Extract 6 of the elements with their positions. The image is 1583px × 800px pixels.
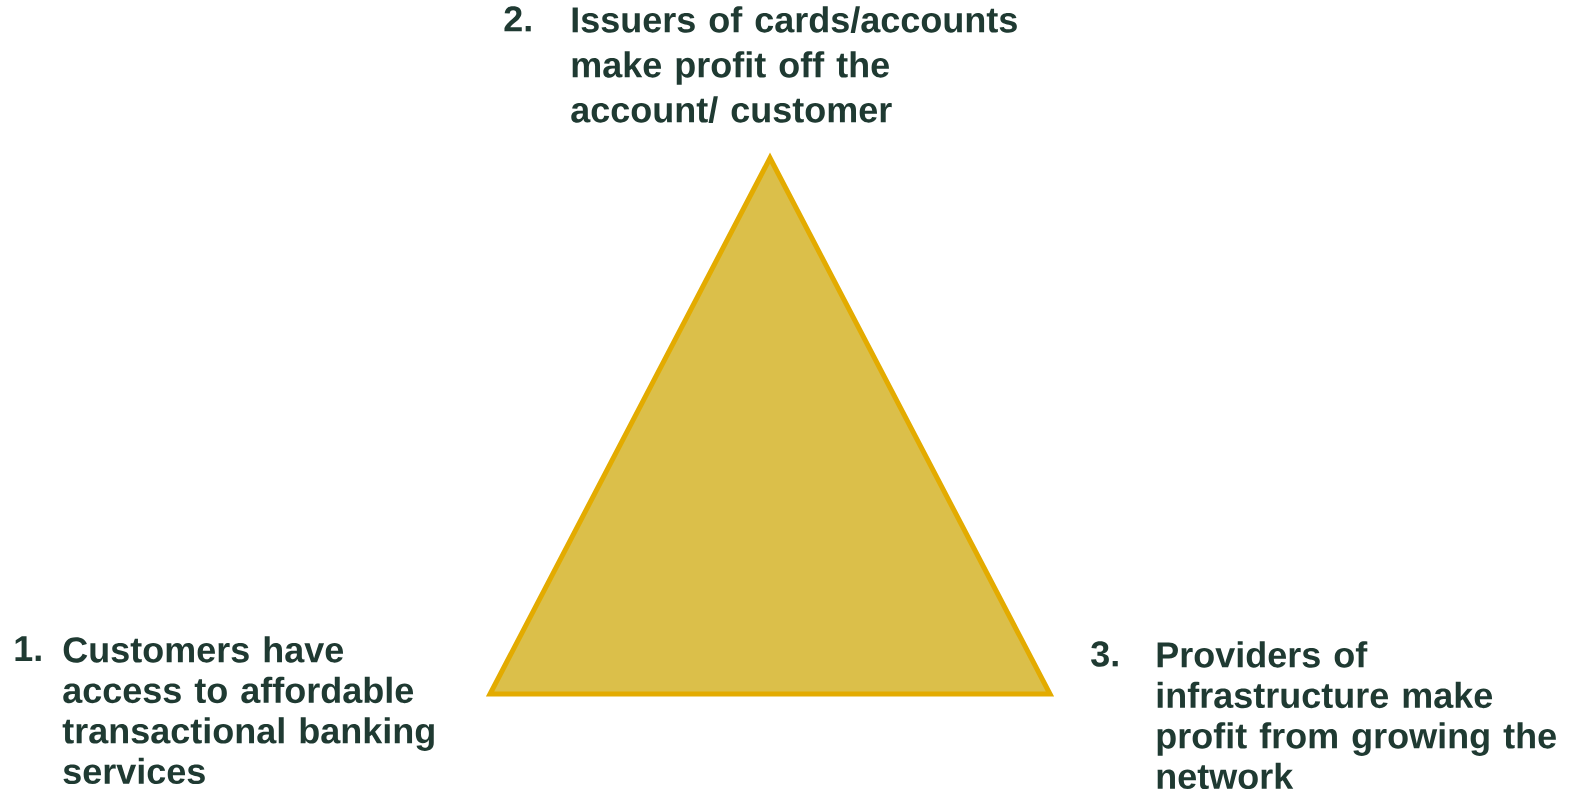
label-text: Providers of infrastructure make profit from growing the network — [1157, 641, 1556, 790]
list-number: 3. — [1091, 641, 1118, 667]
label-text: Customers have access to affordable transactional banking services — [62, 636, 434, 785]
label-text: Issuers of cards/accounts make profit off the account/ customer — [571, 6, 1017, 123]
list-number: 2. — [504, 6, 531, 32]
list-number: 1. — [15, 636, 41, 661]
